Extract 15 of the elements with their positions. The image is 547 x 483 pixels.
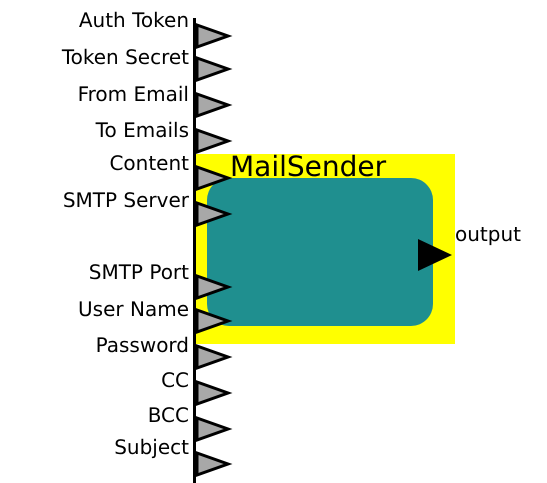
port-label: SMTP Server [62, 188, 189, 212]
port-label: output [455, 222, 521, 246]
port-label: Subject [114, 435, 189, 459]
port-label: From Email [78, 82, 189, 106]
port-label: CC [161, 368, 189, 392]
port-label: Auth Token [78, 8, 189, 32]
port-label: User Name [78, 297, 189, 321]
port-label: To Emails [96, 118, 189, 142]
port-label: Password [96, 333, 189, 357]
port-label: SMTP Port [88, 260, 189, 284]
block-title: MailSender [230, 152, 386, 182]
port-label: BCC [148, 403, 189, 427]
port-label: Content [109, 151, 189, 175]
port-label: Token Secret [62, 45, 189, 69]
component-block [193, 154, 455, 344]
